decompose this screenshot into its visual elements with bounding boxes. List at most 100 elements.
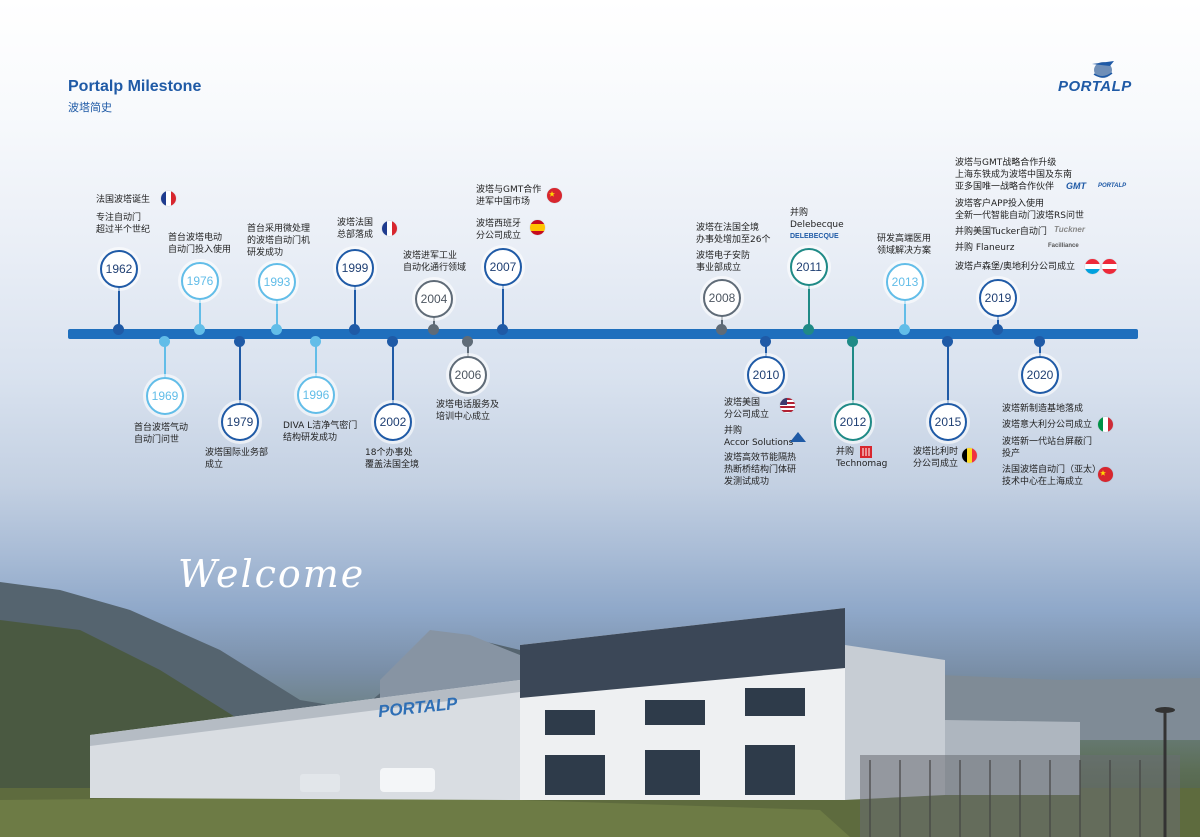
text-2008-d: 事业部成立 xyxy=(696,263,742,273)
year-bubble-2011: 2011 xyxy=(790,248,828,286)
dot-2006 xyxy=(462,336,473,347)
dot-1976 xyxy=(194,324,205,335)
france-flag-icon xyxy=(161,191,176,206)
text-2002-a: 18个办事处 xyxy=(365,448,413,458)
text-2012-b: Technomag xyxy=(836,459,888,469)
year-bubble-2007: 2007 xyxy=(484,248,522,286)
text-1996-a: DIVA L洁净气密门 xyxy=(283,421,358,431)
text-2020-d: 投产 xyxy=(1002,449,1021,459)
stem-1976 xyxy=(199,298,201,329)
text-2004-b: 自动化通行领域 xyxy=(403,263,467,273)
belgium-flag-icon xyxy=(962,448,977,463)
text-2019-c: 亚多国唯一战略合作伙伴 xyxy=(955,182,1055,192)
timeline-bar xyxy=(68,329,1138,339)
text-2006-b: 培训中心成立 xyxy=(436,412,491,422)
luxembourg-flag-icon xyxy=(1085,259,1100,274)
technomag-logo-icon xyxy=(860,446,872,458)
text-2008-c: 波塔电子安防 xyxy=(696,251,751,261)
austria-flag-icon xyxy=(1102,259,1117,274)
facilliance-logo: Facilliance xyxy=(1048,243,1079,249)
text-2019-g: 并购 Flaneurz xyxy=(955,243,1015,253)
dot-2008 xyxy=(716,324,727,335)
tucker-logo: Tuckner xyxy=(1054,225,1085,234)
stem-2002 xyxy=(392,339,394,403)
page-title: Portalp Milestone xyxy=(68,78,202,95)
stem-2006 xyxy=(467,339,469,356)
dot-1993 xyxy=(271,324,282,335)
spain-flag-icon xyxy=(530,220,545,235)
stem-2013 xyxy=(904,298,906,329)
year-bubble-1969: 1969 xyxy=(146,377,184,415)
year-bubble-2006: 2006 xyxy=(449,356,487,394)
text-2010-f: 热断桥结构门体研 xyxy=(724,465,797,475)
delebecque-logo: DELEBECQUE xyxy=(790,233,839,240)
italy-flag-icon xyxy=(1098,417,1113,432)
text-2010-d: Accor Solutions xyxy=(724,438,794,448)
year-bubble-2013: 2013 xyxy=(886,263,924,301)
text-1993-a: 首台采用微处理 xyxy=(247,224,311,234)
stem-2012 xyxy=(852,339,854,403)
year-bubble-1996: 1996 xyxy=(297,376,335,414)
text-2011-b: Delebecque xyxy=(790,220,844,230)
dot-2019 xyxy=(992,324,1003,335)
stem-1969 xyxy=(164,339,166,377)
dot-2011 xyxy=(803,324,814,335)
stem-1999 xyxy=(354,285,356,329)
text-2020-f: 技术中心在上海成立 xyxy=(1002,477,1084,487)
dot-2013 xyxy=(899,324,910,335)
dot-1996 xyxy=(310,336,321,347)
stem-2004 xyxy=(433,316,435,329)
year-bubble-2019: 2019 xyxy=(979,279,1017,317)
text-2002-b: 覆盖法国全境 xyxy=(365,460,420,470)
text-2007-c: 波塔西班牙 xyxy=(476,219,522,229)
dot-2012 xyxy=(847,336,858,347)
dot-1962 xyxy=(113,324,124,335)
text-2019-e: 全新一代智能自动门波塔RS问世 xyxy=(955,211,1084,221)
portalp-logo: PORTALP xyxy=(1058,78,1132,95)
text-2013-b: 领域解决方案 xyxy=(877,246,932,256)
gmt-logo: GMT xyxy=(1066,181,1086,191)
text-1993-b: 的波塔自动门机 xyxy=(247,236,311,246)
text-2019-f: 并购美国Tucker自动门 xyxy=(955,227,1047,237)
text-2012-a: 并购 xyxy=(836,447,855,457)
stem-2011 xyxy=(808,284,810,329)
usa-flag-icon xyxy=(780,398,795,413)
year-bubble-2020: 2020 xyxy=(1021,356,1059,394)
text-1979-b: 成立 xyxy=(205,460,224,470)
dot-1979 xyxy=(234,336,245,347)
year-bubble-2008: 2008 xyxy=(703,279,741,317)
france-flag-icon xyxy=(382,221,397,236)
text-2007-b: 进军中国市场 xyxy=(476,197,531,207)
dot-2010 xyxy=(760,336,771,347)
scenery-illustration xyxy=(0,582,1200,837)
globe-logo-icon xyxy=(1092,61,1114,78)
text-1969-a: 首台波塔气动 xyxy=(134,423,189,433)
stem-2020 xyxy=(1039,339,1041,356)
text-1962-b2: 超过半个世纪 xyxy=(96,225,151,235)
dot-2004 xyxy=(428,324,439,335)
text-2010-b: 分公司成立 xyxy=(724,410,770,420)
text-2015-b: 分公司成立 xyxy=(913,459,959,469)
text-2007-a: 波塔与GMT合作 xyxy=(476,185,542,195)
year-bubble-1976: 1976 xyxy=(181,262,219,300)
dot-1999 xyxy=(349,324,360,335)
year-bubble-2012: 2012 xyxy=(834,403,872,441)
dot-2015 xyxy=(942,336,953,347)
dot-2002 xyxy=(387,336,398,347)
text-1969-b: 自动门问世 xyxy=(134,435,180,445)
page-subtitle: 波塔简史 xyxy=(68,101,112,114)
stem-2015 xyxy=(947,339,949,403)
text-1993-c: 研发成功 xyxy=(247,248,284,258)
year-bubble-2004: 2004 xyxy=(415,280,453,318)
text-2007-d: 分公司成立 xyxy=(476,231,522,241)
text-2020-a: 波塔新制造基地落成 xyxy=(1002,404,1084,414)
text-2019-h: 波塔卢森堡/奥地利分公司成立 xyxy=(955,262,1076,272)
stem-2010 xyxy=(765,339,767,356)
text-1962-b1: 专注自动门 xyxy=(96,213,142,223)
year-bubble-2010: 2010 xyxy=(747,356,785,394)
text-1976-b: 自动门投入使用 xyxy=(168,245,232,255)
text-2011-a: 并购 xyxy=(790,208,809,218)
text-2004-a: 波塔进军工业 xyxy=(403,251,458,261)
text-1999-b: 总部落成 xyxy=(337,230,374,240)
